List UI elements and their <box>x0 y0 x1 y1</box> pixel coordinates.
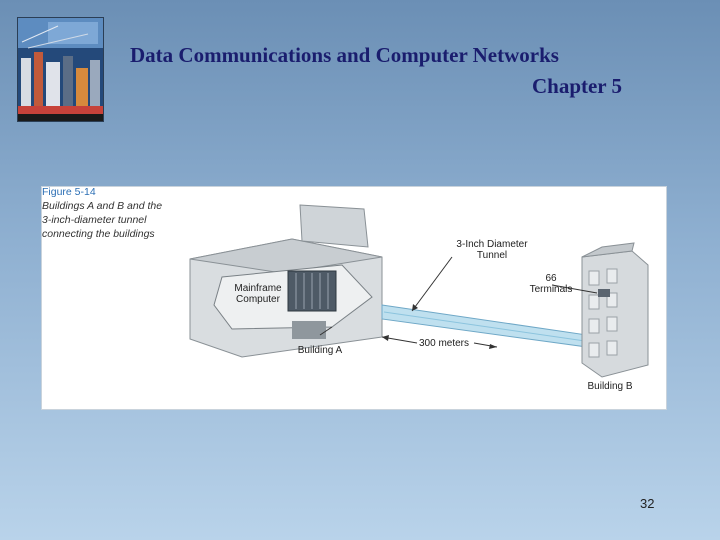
title-line-2: Chapter 5 <box>531 74 622 98</box>
label-building-a: Building A <box>297 345 343 356</box>
title-line-1: Data Communications and Computer Network… <box>130 43 559 67</box>
label-mainframe: Mainframe Computer <box>234 283 282 305</box>
building-a-drawing <box>189 204 383 358</box>
label-building-b: Building B <box>587 381 633 392</box>
label-tunnel: 3-Inch Diameter Tunnel <box>456 239 528 261</box>
figure-caption: Figure 5-14 Buildings A and B and the 3-… <box>42 185 172 241</box>
figure-caption-text: Buildings A and B and the 3-inch-diamete… <box>42 200 163 240</box>
page-number: 32 <box>640 496 655 511</box>
label-terminals: 66 Terminals <box>529 273 573 295</box>
label-distance: 300 meters <box>418 338 470 349</box>
buildings-illustration <box>189 204 649 378</box>
annotation-lines <box>319 256 598 349</box>
figure-panel: Figure 5-14 Buildings A and B and the 3-… <box>41 186 667 410</box>
building-b-drawing <box>581 242 649 378</box>
book-cover-thumbnail <box>17 17 104 122</box>
figure-number: Figure 5-14 <box>42 186 96 198</box>
slide-title: Data Communications and Computer Network… <box>130 40 622 102</box>
book-cover-art <box>18 18 103 121</box>
